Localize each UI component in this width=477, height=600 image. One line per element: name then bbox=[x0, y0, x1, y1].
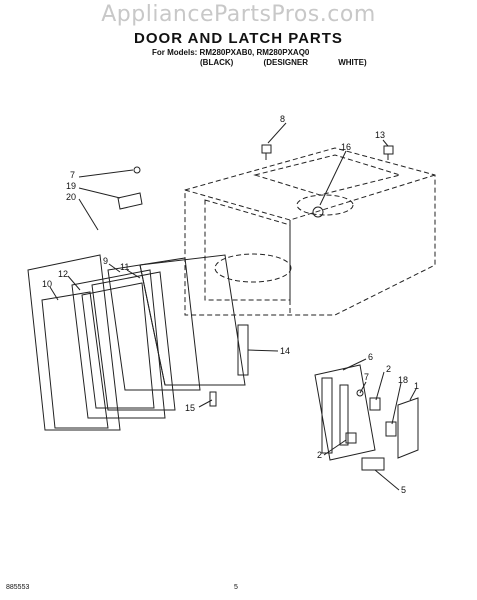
watermark: AppliancePartsPros.com bbox=[101, 2, 376, 27]
page-number: 5 bbox=[234, 584, 238, 591]
screw-7 bbox=[356, 389, 364, 397]
page-title: DOOR AND LATCH PARTS bbox=[134, 30, 343, 47]
callout-8: 8 bbox=[280, 114, 285, 124]
callout-6: 6 bbox=[368, 352, 373, 362]
callout-9: 9 bbox=[103, 256, 108, 266]
callout-2-bottom: 2 bbox=[317, 450, 322, 460]
callout-1: 1 bbox=[414, 381, 419, 391]
callout-14: 14 bbox=[280, 346, 290, 356]
callout-12: 12 bbox=[58, 269, 68, 279]
switch-2-bottom bbox=[345, 432, 357, 444]
latch-hook-8 bbox=[261, 144, 272, 160]
callout-2-top: 2 bbox=[386, 364, 391, 374]
callout-18: 18 bbox=[398, 375, 408, 385]
callout-labels: 8 16 13 7 19 20 11 9 12 10 14 15 6 7 2 1… bbox=[42, 114, 419, 495]
callout-20: 20 bbox=[66, 192, 76, 202]
switch-2-top bbox=[369, 397, 381, 411]
callout-7-latch: 7 bbox=[364, 372, 369, 382]
spring-15 bbox=[209, 391, 217, 407]
latch-hook-13 bbox=[383, 145, 394, 160]
leader-lines bbox=[49, 122, 417, 491]
latch-bracket-19-20 bbox=[117, 166, 143, 210]
oven-cavity bbox=[184, 147, 436, 316]
callout-19: 19 bbox=[66, 181, 76, 191]
bracket-1 bbox=[397, 397, 419, 459]
switch-18 bbox=[385, 421, 397, 437]
callout-10: 10 bbox=[42, 279, 52, 289]
callout-5: 5 bbox=[401, 485, 406, 495]
stirrer-16 bbox=[312, 206, 324, 218]
actuator-5 bbox=[361, 457, 385, 471]
callout-7: 7 bbox=[70, 170, 75, 180]
door-assembly bbox=[27, 254, 246, 431]
model-variants: (BLACK) (DESIGNER WHITE) bbox=[200, 58, 367, 67]
models-line: For Models: RM280PXAB0, RM280PXAQ0 bbox=[152, 48, 310, 57]
callout-13: 13 bbox=[375, 130, 385, 140]
callout-11: 11 bbox=[120, 262, 129, 272]
callout-16: 16 bbox=[341, 142, 351, 152]
callout-15: 15 bbox=[185, 403, 195, 413]
part-number: 885553 bbox=[6, 584, 30, 591]
